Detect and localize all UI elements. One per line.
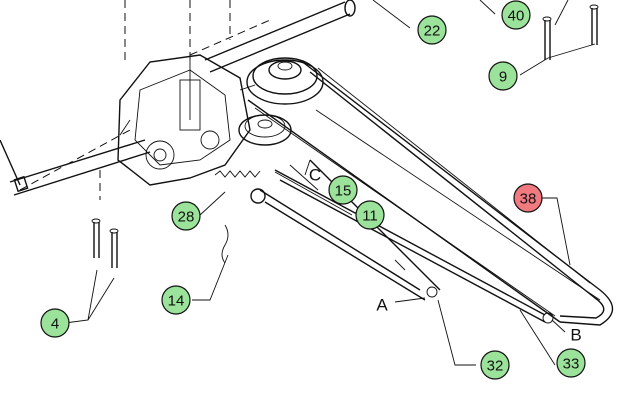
letter-markers: C A B xyxy=(309,166,582,345)
callout-4: 4 xyxy=(40,308,70,338)
callout-15: 15 xyxy=(328,175,358,205)
axle-shaft xyxy=(0,0,356,196)
callout-circle xyxy=(328,175,358,205)
bolts xyxy=(91,218,119,268)
small-hardware xyxy=(221,4,599,264)
callout-circle xyxy=(488,61,518,91)
callout-33: 33 xyxy=(556,348,586,378)
callout-circle xyxy=(40,308,70,338)
callout-label: 28 xyxy=(178,209,195,226)
callout-14: 14 xyxy=(161,285,191,315)
callout-circle xyxy=(480,350,510,380)
control-rods xyxy=(250,159,554,324)
callout-circle xyxy=(161,285,191,315)
callout-28: 28 xyxy=(171,201,201,231)
callout-22: 22 xyxy=(417,15,447,45)
callout-label: 33 xyxy=(563,356,580,373)
drive-belt xyxy=(247,59,614,326)
callout-32: 32 xyxy=(480,350,510,380)
callout-38: 38 xyxy=(513,183,543,213)
callout-label: 11 xyxy=(362,208,378,225)
callout-circle xyxy=(513,183,543,213)
letter-label-B: B xyxy=(570,326,581,345)
spring xyxy=(214,170,261,178)
callout-11: 11 xyxy=(355,200,385,230)
callout-label: 40 xyxy=(508,8,525,25)
callout-circle xyxy=(171,201,201,231)
transaxle-housing xyxy=(117,54,256,186)
dashed-guides xyxy=(19,0,271,200)
callout-label: 22 xyxy=(424,23,441,40)
callout-9: 9 xyxy=(488,61,518,91)
callout-label: 14 xyxy=(168,293,185,310)
letter-label-A: A xyxy=(376,296,388,315)
callout-circle xyxy=(556,348,586,378)
callout-markers: 22 40 9 15 11 28 38 14 4 32 33 xyxy=(40,0,586,380)
callout-label: 38 xyxy=(520,191,537,208)
callout-label: 15 xyxy=(335,183,352,200)
callout-circle xyxy=(417,15,447,45)
callout-label: 32 xyxy=(487,358,504,375)
letter-label-C: C xyxy=(309,166,321,185)
callout-label: 9 xyxy=(499,69,507,86)
callout-40: 40 xyxy=(501,0,531,30)
callout-circle xyxy=(355,200,385,230)
leader-lines xyxy=(64,0,596,366)
callout-circle xyxy=(501,0,531,30)
callout-label: 4 xyxy=(51,316,59,333)
pulleys xyxy=(238,57,324,146)
